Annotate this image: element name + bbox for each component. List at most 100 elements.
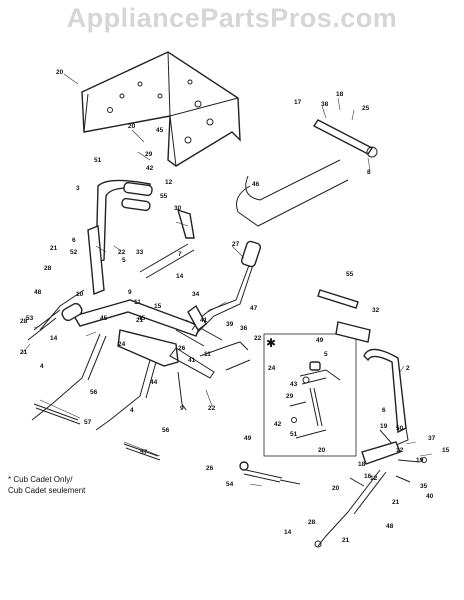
part-label: 42 (146, 165, 154, 172)
part-label: 19 (416, 457, 424, 464)
part-label: 25 (362, 105, 370, 112)
part-label: 21 (342, 537, 350, 544)
part-label: 21 (20, 349, 28, 356)
part-label: 28 (308, 519, 316, 526)
part-label: 22 (118, 249, 126, 256)
part-label: 6 (72, 237, 76, 244)
part-label: 49 (244, 435, 252, 442)
part-label: 16 (364, 473, 372, 480)
part-label: 20 (128, 123, 136, 130)
part-label: 21 (136, 317, 144, 324)
part-label: 51 (94, 157, 102, 164)
part-label: 4 (130, 407, 134, 414)
part-label: 29 (286, 393, 294, 400)
part-label: 46 (252, 181, 260, 188)
part-label: 20 (332, 485, 340, 492)
note-line-2: Cub Cadet seulement (8, 486, 86, 495)
part-label: 48 (34, 289, 42, 296)
part-label: 24 (268, 365, 276, 372)
part-label: 20 (318, 447, 326, 454)
part-label: 20 (56, 69, 64, 76)
upper-housing (81, 51, 241, 167)
part-label: 49 (316, 337, 324, 344)
leader-lines (21, 73, 433, 487)
part-label: 56 (90, 389, 98, 396)
inset-box (263, 333, 357, 457)
part-label: 14 (50, 335, 58, 342)
part-label: 15 (154, 303, 162, 310)
part-label: 45 (138, 315, 146, 322)
part-label: 11 (204, 351, 211, 358)
part-label: 8 (367, 169, 371, 176)
part-label: 43 (290, 381, 298, 388)
part-label: 28 (20, 318, 28, 325)
inset-asterisk: ✱ (266, 336, 276, 350)
part-label: 9 (180, 405, 184, 412)
part-label: 42 (274, 421, 282, 428)
part-label: 53 (26, 315, 34, 322)
part-label: 39 (226, 321, 234, 328)
part-label: 32 (372, 307, 380, 314)
part-label: 57 (140, 449, 148, 456)
part-label: 36 (240, 325, 248, 332)
part-label: 37 (428, 435, 436, 442)
part-label: 33 (136, 249, 144, 256)
upper-right-bar (236, 119, 378, 227)
part-label: 28 (44, 265, 52, 272)
part-label: 5 (324, 351, 328, 358)
part-label: 34 (192, 291, 200, 298)
part-label: 48 (386, 523, 394, 530)
note-line-1: * Cub Cadet Only/ (8, 475, 73, 484)
part-label: 22 (208, 405, 216, 412)
part-label: 9 (128, 289, 132, 296)
part-label: 41 (200, 317, 208, 324)
part-label: 12 (165, 179, 173, 186)
part-label: 51 (290, 431, 298, 438)
watermark: AppliancePartsPros.com (66, 3, 398, 33)
part-label: 38 (321, 101, 329, 108)
part-label: 14 (284, 529, 292, 536)
part-label: 55 (346, 271, 354, 278)
part-label: 4 (40, 363, 44, 370)
part-label: 18 (358, 461, 366, 468)
part-label: 3 (76, 185, 80, 192)
part-label: 12 (396, 447, 404, 454)
part-label: 45 (100, 315, 108, 322)
part-label: 40 (426, 493, 434, 500)
cub-cadet-note: * Cub Cadet Only/ Cub Cadet seulement (8, 474, 85, 496)
part-label: 18 (336, 91, 344, 98)
part-label: 7 (178, 251, 182, 258)
part-label: 27 (232, 241, 240, 248)
part-label: 11 (134, 299, 141, 306)
part-label: 45 (156, 127, 164, 134)
right-pedal-assembly (239, 289, 427, 548)
part-label: 14 (176, 273, 184, 280)
part-label: 26 (178, 345, 186, 352)
part-label: 12 (370, 475, 378, 482)
part-label: 56 (162, 427, 170, 434)
left-lever-assembly (27, 179, 262, 461)
part-label: 41 (188, 357, 196, 364)
part-label: 19 (380, 423, 388, 430)
part-label: 21 (392, 499, 400, 506)
part-label: 24 (118, 341, 126, 348)
part-label: 17 (294, 99, 302, 106)
part-label: 21 (50, 245, 58, 252)
part-label: 22 (254, 335, 262, 342)
part-label: 47 (250, 305, 258, 312)
part-label: 50 (396, 425, 404, 432)
part-label: 52 (70, 249, 78, 256)
part-label: 57 (84, 419, 92, 426)
part-label: 15 (442, 447, 450, 454)
part-label: 35 (420, 483, 428, 490)
part-label: 5 (122, 257, 126, 264)
part-label: 44 (150, 379, 158, 386)
part-label: 29 (145, 151, 153, 158)
part-label: 30 (174, 205, 182, 212)
part-label: 55 (160, 193, 168, 200)
part-label: 26 (206, 465, 214, 472)
part-label: 6 (382, 407, 386, 414)
